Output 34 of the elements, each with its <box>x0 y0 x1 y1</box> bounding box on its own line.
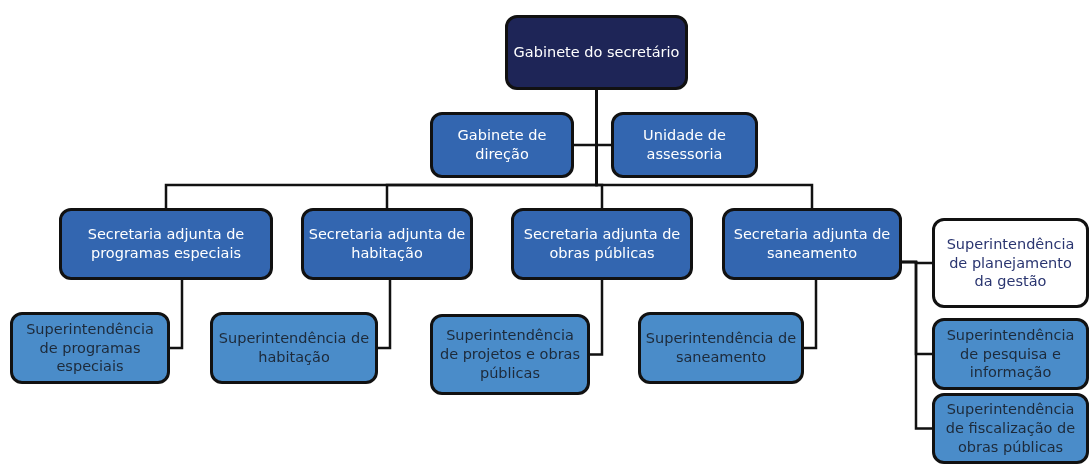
unit-box <box>932 318 1089 390</box>
unit-box <box>638 312 804 384</box>
unit-name: Secretaria adjunta de habitação <box>308 225 466 263</box>
department-box <box>430 112 574 178</box>
unit-box <box>210 312 378 384</box>
unit-box <box>932 218 1089 308</box>
unit-name: Secretaria adjunta de obras públicas <box>522 225 682 263</box>
connector-line <box>804 280 818 350</box>
unit-name: Unidade de assessoria <box>642 126 727 164</box>
unit-name: Superintendência de fiscalização de obras públicas <box>944 400 1077 457</box>
unit-name: Superintendência de planejamento da gestão <box>945 234 1076 292</box>
department-box <box>611 112 758 178</box>
connector-line <box>378 280 392 350</box>
unit-name: Superintendência de pesquisa e informação <box>945 325 1076 383</box>
director-box <box>505 15 688 90</box>
unit-name: Gabinete de direção <box>456 126 548 164</box>
unit-name: Superintendência de programas especiais <box>25 319 155 377</box>
department-box <box>511 208 693 280</box>
connector-line <box>902 260 932 430</box>
unit-name: Superintendência de saneamento <box>645 329 797 367</box>
department-box <box>59 208 273 280</box>
unit-box <box>10 312 170 384</box>
connector-line <box>595 90 814 208</box>
unit-name: Superintendência de projetos e obras públicas <box>438 326 582 383</box>
department-box <box>301 208 473 280</box>
unit-name: Gabinete do secretário <box>513 43 680 62</box>
unit-box <box>932 393 1089 464</box>
connector-line <box>590 280 604 356</box>
unit-name: Superintendência de habitação <box>217 329 371 367</box>
unit-box <box>430 314 590 395</box>
department-box <box>722 208 902 280</box>
connector-line <box>170 280 184 350</box>
unit-name: Secretaria adjunta de programas especiais <box>86 225 246 263</box>
unit-name: Secretaria adjunta de saneamento <box>732 225 892 263</box>
